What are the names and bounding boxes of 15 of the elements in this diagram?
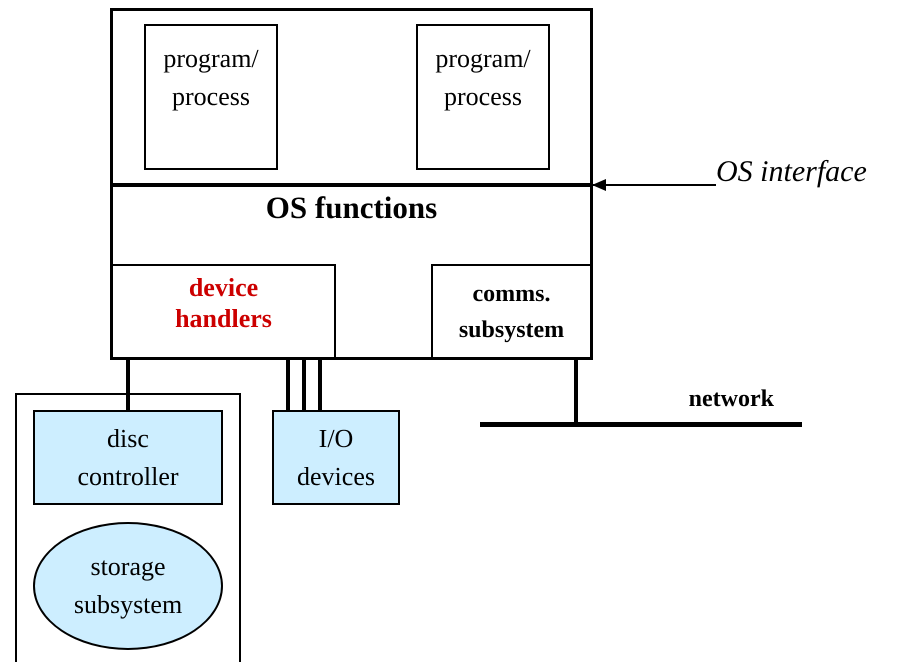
arrow [592,179,716,191]
interface-label: OS interface [716,150,915,194]
process-box: program/ process [416,24,550,170]
network-label: network [688,386,775,413]
subsystem-box: comms. subsystem [431,264,590,357]
os-functions-box [110,183,593,360]
handler-box: device handlers [113,264,336,357]
storage-ellipse: storage subsystem [33,522,223,650]
connector-line [126,360,130,410]
device-box: disc controller [33,410,223,505]
outline-box [110,8,593,360]
outline-box [15,393,241,662]
device-box: I/O devices [272,410,400,505]
process-box: program/ process [144,24,278,170]
box-title: OS functions [266,191,438,225]
